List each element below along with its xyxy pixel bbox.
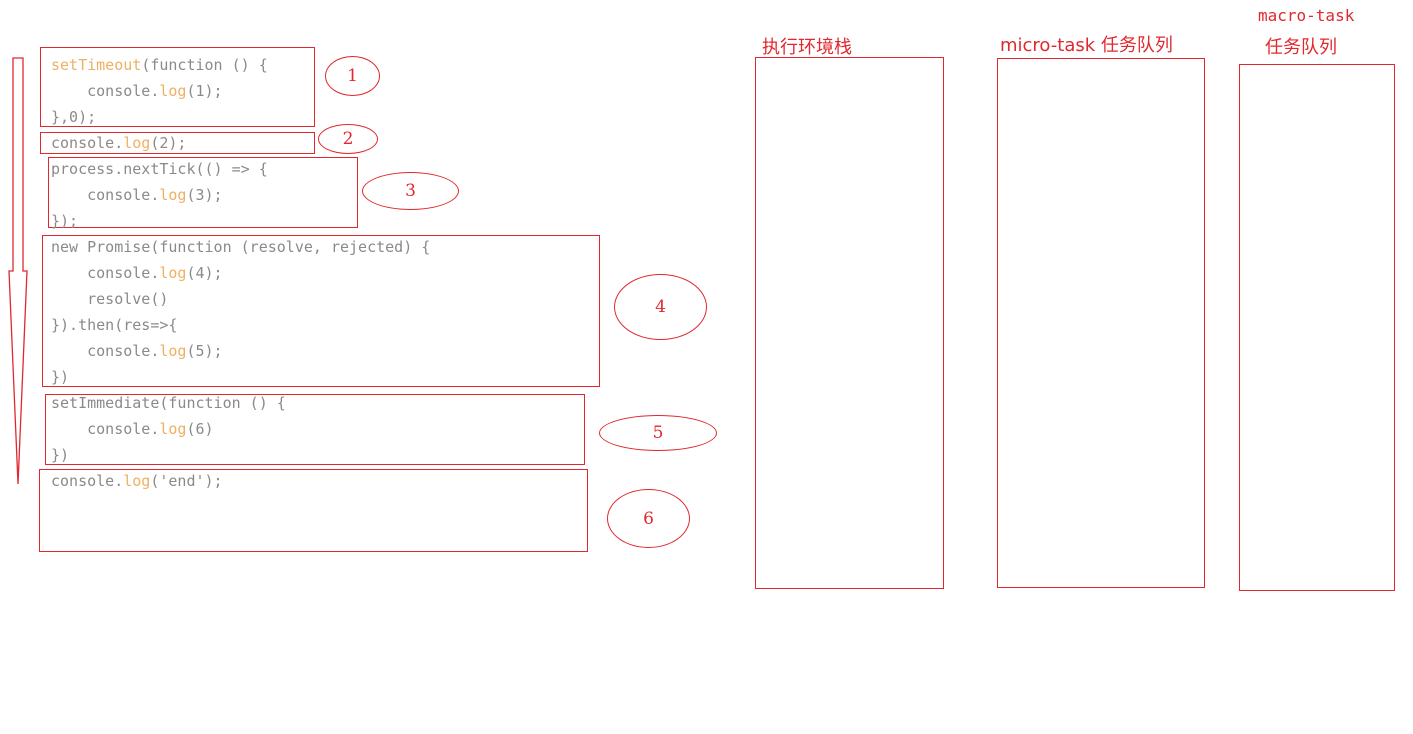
code-token-highlight: setTimeout — [51, 56, 142, 74]
code-setimmediate: setImmediate(function () { console.log(6… — [51, 390, 286, 468]
code-line: process.nextTick(() => { — [51, 156, 268, 182]
code-token: }) — [51, 368, 70, 386]
code-block-setimmediate — [45, 394, 585, 465]
code-line: console.log(2); — [51, 130, 186, 156]
code-token: console. — [51, 264, 160, 282]
code-token-highlight: log — [159, 186, 187, 204]
code-token: }).then(res=>{ — [51, 316, 178, 334]
code-token: console. — [51, 472, 124, 490]
code-line: }); — [51, 208, 268, 234]
macro-task-queue-label-line1: macro-task — [1258, 6, 1355, 25]
macro-task-queue-box — [1239, 64, 1395, 591]
step-number-2: 2 — [318, 124, 378, 154]
code-token: (3); — [186, 186, 223, 204]
code-token-highlight: log — [159, 264, 187, 282]
code-token: resolve() — [51, 290, 169, 308]
code-block-nexttick — [48, 157, 358, 228]
step-number-6: 6 — [607, 489, 690, 548]
code-line: setTimeout(function () { — [51, 52, 268, 78]
code-token: ('end'); — [150, 472, 223, 490]
code-block-console-log-end — [39, 469, 588, 552]
code-token: }); — [51, 212, 79, 230]
macro-task-queue-label-line2: 任务队列 — [1265, 37, 1337, 58]
code-block-console-log-2 — [40, 132, 315, 154]
execution-order-arrow — [8, 57, 28, 485]
code-console-log-2: console.log(2); — [51, 130, 186, 156]
execution-stack-label: 执行环境栈 — [762, 37, 852, 58]
code-line: console.log(4); — [51, 260, 430, 286]
code-token: (6) — [186, 420, 214, 438]
code-token: process.nextTick(() => { — [51, 160, 268, 178]
code-token: (4); — [186, 264, 223, 282]
code-token: }) — [51, 446, 70, 464]
execution-stack-box — [755, 57, 944, 589]
code-token-highlight: log — [123, 134, 151, 152]
code-token-highlight: log — [159, 420, 187, 438]
code-line: resolve() — [51, 286, 430, 312]
code-line: new Promise(function (resolve, rejected)… — [51, 234, 430, 260]
code-settimeout: setTimeout(function () { console.log(1);… — [51, 52, 268, 130]
code-nexttick: process.nextTick(() => { console.log(3);… — [51, 156, 268, 234]
code-token-highlight: log — [123, 472, 151, 490]
code-line: setImmediate(function () { — [51, 390, 286, 416]
code-token: console. — [51, 186, 160, 204]
code-token: (2); — [150, 134, 187, 152]
micro-task-queue-box — [997, 58, 1205, 588]
code-line: console.log(6) — [51, 416, 286, 442]
code-line: },0); — [51, 104, 268, 130]
step-number-1: 1 — [325, 56, 380, 96]
code-line: }) — [51, 364, 430, 390]
code-token-highlight: log — [159, 342, 187, 360]
code-token: },0); — [51, 108, 97, 126]
code-token: (function () { — [141, 56, 268, 74]
code-token: (5); — [186, 342, 223, 360]
code-token: console. — [51, 134, 124, 152]
code-console-log-end: console.log('end'); — [51, 468, 223, 494]
code-line: console.log(3); — [51, 182, 268, 208]
code-block-promise — [42, 235, 600, 387]
code-token: (1); — [186, 82, 223, 100]
code-line: }) — [51, 442, 286, 468]
code-line: console.log('end'); — [51, 468, 223, 494]
code-line: }).then(res=>{ — [51, 312, 430, 338]
code-promise: new Promise(function (resolve, rejected)… — [51, 234, 430, 390]
code-token: console. — [51, 82, 160, 100]
code-line: console.log(5); — [51, 338, 430, 364]
code-token-highlight: log — [159, 82, 187, 100]
step-number-5: 5 — [599, 415, 717, 451]
code-token: setImmediate(function () { — [51, 394, 286, 412]
code-token: console. — [51, 342, 160, 360]
step-number-3: 3 — [362, 172, 459, 210]
code-token: console. — [51, 420, 160, 438]
step-number-4: 4 — [614, 274, 707, 340]
code-line: console.log(1); — [51, 78, 268, 104]
code-token: new Promise(function (resolve, rejected)… — [51, 238, 431, 256]
code-block-settimeout — [40, 47, 315, 127]
micro-task-queue-label: micro-task 任务队列 — [1000, 35, 1173, 56]
